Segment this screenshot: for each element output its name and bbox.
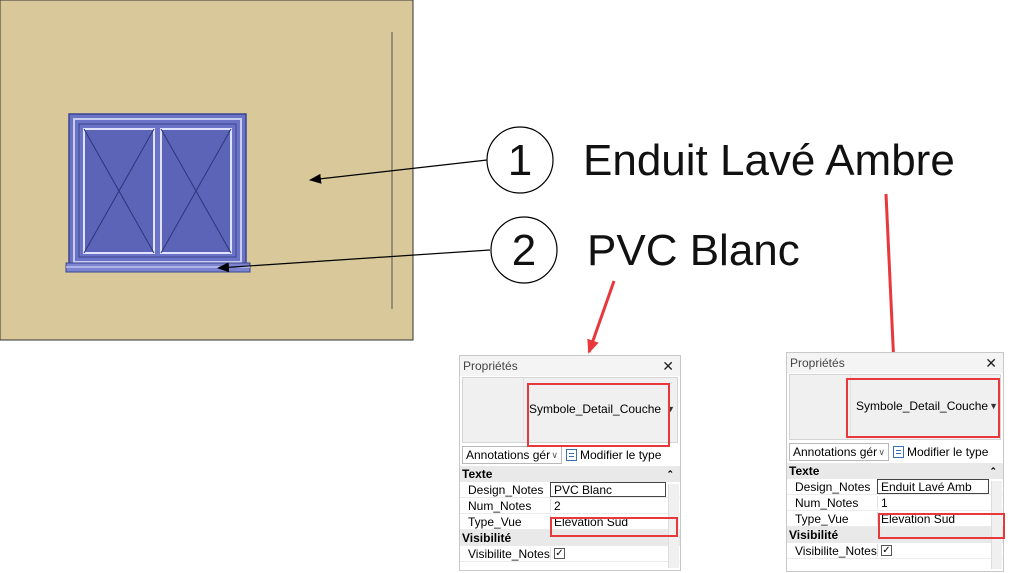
param-row-design-notes: Design_Notes PVC Blanc [460,482,680,498]
type-selector[interactable]: Symbole_Detail_Couche ▼ [789,374,1001,440]
callout-text-2: PVC Blanc [587,226,800,275]
panel-title: Propriétés [463,359,518,373]
param-name: Num_Notes [468,498,532,513]
instance-filter-dropdown[interactable]: Annotations gér ∨ [789,443,889,461]
edit-type-button[interactable]: Modifier le type [566,448,661,462]
collapse-icon[interactable]: ⌃ [989,465,997,476]
annotation-arrow-1 [587,280,616,354]
param-row-visibility: Visibilite_Notes ✓ [787,543,1003,559]
type-preview [790,375,851,437]
leader-line-1 [309,159,488,184]
param-name: Type_Vue [468,514,522,529]
instance-filter-label: Annotations gér [466,448,551,462]
group-header-text[interactable]: Texte ⌃ [787,463,1003,479]
scrollbar[interactable] [668,484,679,568]
edit-type-icon [893,446,904,458]
leader-line-2 [217,249,491,273]
properties-panel-1: Propriétés ✕ Symbole_Detail_Couche ▼ Ann… [459,355,681,571]
panel-toolbar: Annotations gér ∨ Modifier le type [460,444,680,466]
param-value: ✓ [550,547,680,560]
param-value-input[interactable]: PVC Blanc [550,482,666,497]
group-header-visibility[interactable]: Visibilité ⌃ [787,527,1003,543]
scrollbar[interactable] [991,481,1002,569]
visibility-checkbox[interactable]: ✓ [554,548,565,559]
param-row-num-notes: Num_Notes 2 [460,498,680,514]
param-name: Design_Notes [795,479,871,494]
chevron-down-icon: ∨ [878,446,885,457]
group-label: Visibilité [462,531,512,545]
param-row-num-notes: Num_Notes 1 [787,495,1003,511]
param-value[interactable]: Elevation Sud [877,512,1003,525]
instance-filter-label: Annotations gér [793,445,878,459]
callout-number-1: 1 [507,136,533,185]
param-name: Visibilite_Notes [795,543,877,558]
group-label: Visibilité [789,528,839,542]
edit-type-button[interactable]: Modifier le type [893,445,988,459]
chevron-down-icon: ∨ [551,449,558,460]
panel-titlebar: Propriétés ✕ [787,353,1003,373]
edit-type-label: Modifier le type [580,448,662,462]
param-row-design-notes: Design_Notes Enduit Lavé Amb [787,479,1003,495]
chevron-down-icon[interactable]: ▼ [666,404,675,414]
callout-number-2: 2 [511,226,537,275]
instance-filter-dropdown[interactable]: Annotations gér ∨ [462,446,562,464]
param-value-input[interactable]: Enduit Lavé Amb [877,479,989,494]
param-name: Num_Notes [795,495,859,510]
type-selector[interactable]: Symbole_Detail_Couche ▼ [462,377,678,443]
properties-panel-2: Propriétés ✕ Symbole_Detail_Couche ▼ Ann… [786,352,1004,572]
panel-titlebar: Propriétés ✕ [460,356,680,376]
param-name: Design_Notes [468,482,544,497]
param-name: Visibilite_Notes [468,546,550,561]
param-value[interactable]: 2 [550,499,680,512]
param-row-type-vue: Type_Vue Elevation Sud [460,514,680,530]
group-label: Texte [462,467,493,481]
edit-type-label: Modifier le type [907,445,989,459]
group-header-text[interactable]: Texte ⌃ [460,466,680,482]
annotation-arrow-2 [884,193,900,368]
type-name: Symbole_Detail_Couche [529,402,662,416]
close-icon[interactable]: ✕ [662,357,674,374]
chevron-down-icon[interactable]: ▼ [989,401,998,411]
visibility-checkbox[interactable]: ✓ [881,545,892,556]
param-value: ✓ [877,544,1003,557]
type-name: Symbole_Detail_Couche [856,399,989,413]
callout-circle-2[interactable] [490,216,558,284]
param-row-type-vue: Type_Vue Elevation Sud [787,511,1003,527]
panel-title: Propriétés [790,356,845,370]
window-element[interactable] [65,113,251,273]
group-label: Texte [789,464,820,478]
panel-toolbar: Annotations gér ∨ Modifier le type [787,441,1003,463]
param-value[interactable]: Elevation Sud [550,515,680,528]
callout-text-1: Enduit Lavé Ambre [583,136,955,185]
param-row-visibility: Visibilite_Notes ✓ [460,546,680,562]
collapse-icon[interactable]: ⌃ [666,468,674,479]
param-value[interactable]: 1 [877,496,1003,509]
param-name: Type_Vue [795,511,849,526]
close-icon[interactable]: ✕ [985,354,997,371]
callout-circle-1[interactable] [486,126,554,194]
group-header-visibility[interactable]: Visibilité ⌃ [460,530,680,546]
edit-type-icon [566,449,577,461]
type-preview [463,378,524,440]
